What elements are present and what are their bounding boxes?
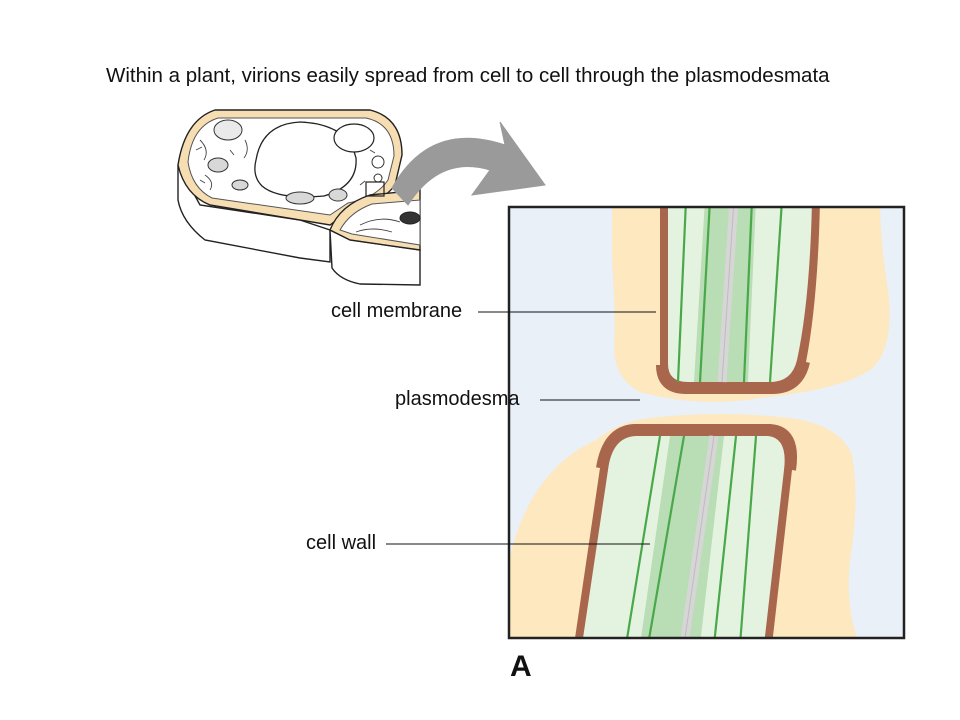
panel-letter: A xyxy=(510,650,532,683)
panel-frame xyxy=(507,205,906,640)
zoom-region-box xyxy=(365,181,385,197)
cell-side-face xyxy=(177,164,331,263)
label-cell-wall: cell wall xyxy=(306,532,377,554)
label-cell-membrane: cell membrane xyxy=(331,300,463,322)
plant-cell-illustration xyxy=(177,109,421,286)
label-plasmodesma: plasmodesma xyxy=(395,388,520,410)
magnified-panel xyxy=(509,207,904,638)
slide-caption: Within a plant, virions easily spread fr… xyxy=(106,64,830,87)
zoom-arrow xyxy=(391,121,546,206)
cell-nucleus xyxy=(333,123,375,153)
cell-vacuole xyxy=(254,121,357,198)
adjacent-cell-side xyxy=(329,228,421,286)
